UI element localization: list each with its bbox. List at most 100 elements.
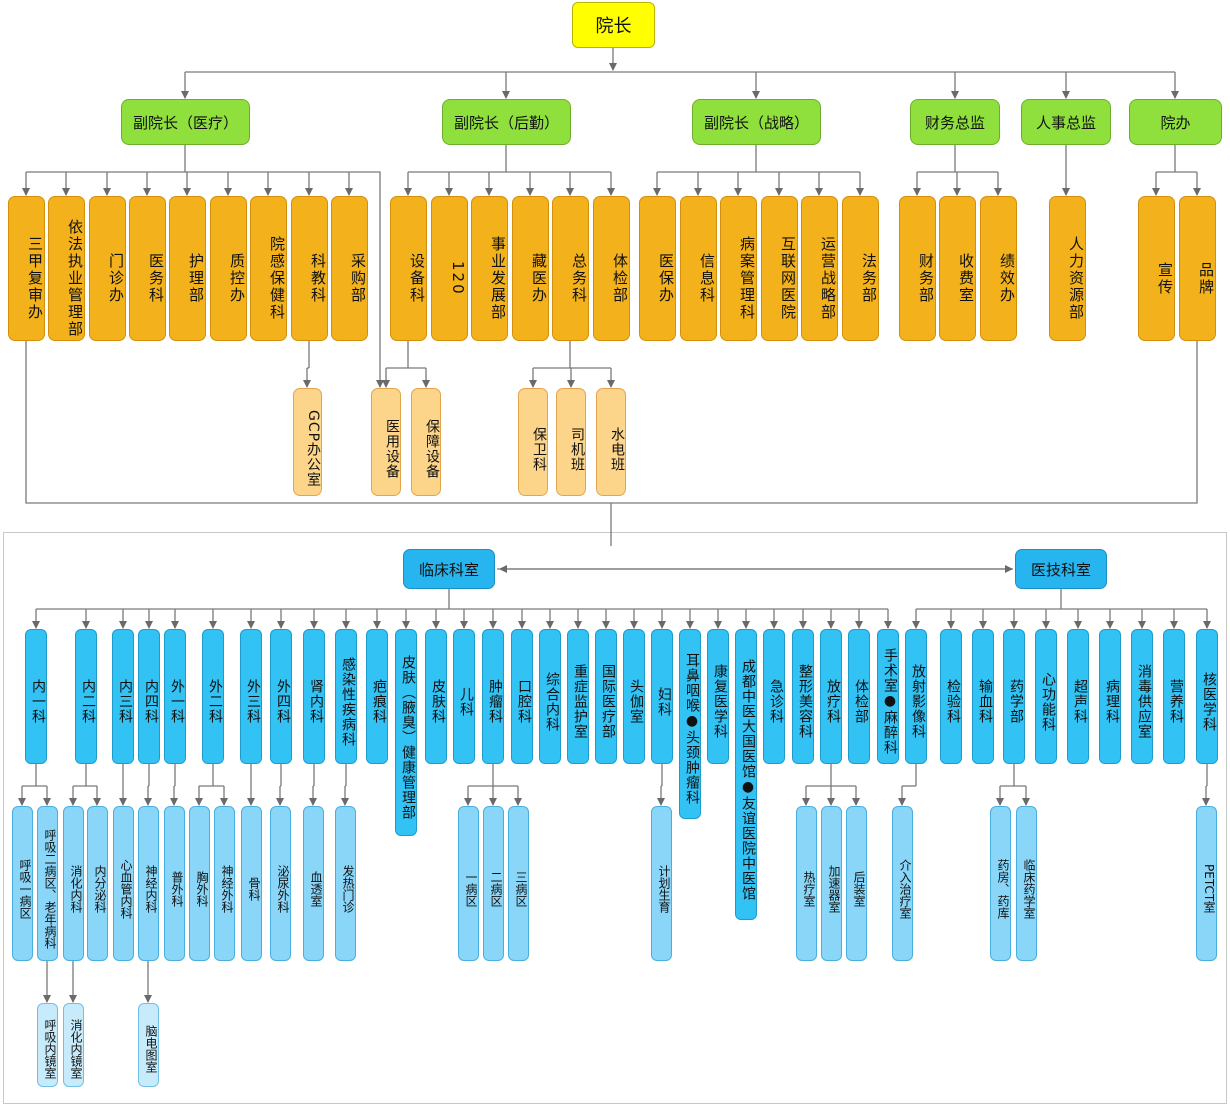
ward-w5-label: 心血管内科 (119, 858, 133, 919)
admin-d3: 绩效办 (980, 196, 1017, 341)
ward-w8: 胸外科 (189, 806, 210, 961)
dept-k7-label: 外三科 (245, 679, 261, 724)
admin-c1: 医保办 (639, 196, 676, 341)
tech-section-label: 医技科室 (1030, 560, 1091, 579)
vp-medical-box: 副院长（医疗） (121, 99, 250, 145)
ward-w13: 发热门诊 (335, 806, 356, 961)
vp-logistics-label: 副院长（后勤） (453, 113, 559, 132)
admin-e1-label: 人力资源部 (1067, 236, 1085, 321)
ward-w14: 一病区 (458, 806, 479, 961)
tech-t4: 药学部 (1003, 629, 1025, 764)
admin-d2-label: 收费室 (957, 253, 975, 304)
admin-b2: 120 (431, 196, 468, 341)
ward-w4-label: 内分泌科 (93, 864, 107, 913)
admin-c5: 运营战略部 (801, 196, 838, 341)
admin-f2: 品牌 (1179, 196, 1216, 341)
ward-w16: 三病区 (508, 806, 529, 961)
dept-k23-label: 康复医学科 (712, 664, 728, 739)
dept-k24: 成都中医大国医馆●友谊医院中医馆 (735, 629, 757, 920)
dept-k27-label: 放疗科 (825, 679, 841, 724)
admin-a1-label: 三甲复审办 (26, 236, 44, 321)
admin-b6: 体检部 (593, 196, 630, 341)
dept-k19-label: 国际医疗部 (600, 664, 616, 739)
tech-t3-label: 输血科 (977, 679, 993, 724)
dept-k13: 皮肤科 (425, 629, 447, 764)
ward-w18-label: 热疗室 (802, 870, 816, 907)
admin-f1: 宣传 (1138, 196, 1175, 341)
utility-team-label: 水电班 (609, 426, 625, 472)
dept-k8-label: 外四科 (275, 679, 291, 724)
dept-k14-label: 儿科 (458, 686, 474, 717)
clinical-section-frame (3, 532, 1227, 1104)
admin-c2: 信息科 (680, 196, 717, 341)
admin-c4: 互联网医院 (761, 196, 798, 341)
ward-w13-label: 发热门诊 (341, 864, 355, 913)
dept-k9-label: 肾内科 (308, 679, 324, 724)
ward-w15: 二病区 (483, 806, 504, 961)
dept-k6-label: 外二科 (207, 679, 223, 724)
dept-k16-label: 口腔科 (516, 679, 532, 724)
tech-t3: 输血科 (972, 629, 994, 764)
medical-equipment: 医用设备 (371, 388, 401, 496)
dept-k4-label: 内四科 (143, 679, 159, 724)
vp-strategy-box: 副院长（战略） (692, 99, 821, 145)
tech-section-box: 医技科室 (1015, 549, 1107, 589)
admin-c4-label: 互联网医院 (779, 236, 797, 321)
admin-b3-label: 事业发展部 (489, 236, 507, 321)
driver-team: 司机班 (556, 388, 586, 496)
dept-k15-label: 肿瘤科 (487, 679, 503, 724)
admin-c2-label: 信息科 (698, 253, 716, 304)
dept-k12: 皮肤（腋臭）健康管理部 (395, 629, 417, 836)
unit-u3: 脑电图室 (138, 1003, 159, 1087)
admin-a3: 门诊办 (89, 196, 126, 341)
admin-a9-label: 采购部 (349, 253, 367, 304)
admin-c3-label: 病案管理科 (738, 236, 756, 321)
ward-w2: 呼吸二病区、老年病科 (37, 806, 58, 961)
ward-w1: 呼吸一病区 (12, 806, 33, 961)
unit-u1-label: 呼吸内镜室 (43, 1019, 57, 1079)
unit-u1: 呼吸内镜室 (37, 1003, 58, 1087)
admin-a6: 质控办 (210, 196, 247, 341)
dept-k1-label: 内一科 (30, 679, 46, 724)
dept-k10-label: 感染性疾病科 (340, 656, 356, 747)
vp-strategy-label: 副院长（战略） (703, 113, 809, 132)
admin-a2-label: 依法执业管理部 (66, 219, 84, 338)
dept-k22: 耳鼻咽喉●头颈肿瘤科 (679, 629, 701, 819)
admin-a2: 依法执业管理部 (48, 196, 85, 341)
ward-w3-label: 消化内科 (69, 864, 83, 913)
admin-b1: 设备科 (390, 196, 427, 341)
tech-t8: 消毒供应室 (1131, 629, 1153, 764)
dept-k13-label: 皮肤科 (430, 679, 446, 724)
admin-e1: 人力资源部 (1049, 196, 1086, 341)
dept-k8: 外四科 (270, 629, 292, 764)
dept-k20: 头伽室 (623, 629, 645, 764)
admin-b1-label: 设备科 (408, 253, 426, 304)
admin-a1: 三甲复审办 (8, 196, 45, 341)
hr-director-box: 人事总监 (1021, 99, 1111, 145)
dept-k25: 急诊科 (763, 629, 785, 764)
ward-w22: 药房、药库 (990, 806, 1011, 961)
ward-w7-label: 普外科 (170, 870, 184, 907)
admin-c6: 法务部 (842, 196, 879, 341)
ward-w16-label: 三病区 (514, 870, 528, 907)
dept-k19: 国际医疗部 (595, 629, 617, 764)
dept-k22-label: 耳鼻咽喉●头颈肿瘤科 (684, 653, 700, 805)
dept-k27: 放疗科 (820, 629, 842, 764)
ward-w21: 介入治疗室 (892, 806, 913, 961)
dept-k26-label: 整形美容科 (797, 664, 813, 739)
dept-k29-label: 手术室●麻醉科 (882, 648, 898, 755)
ward-w5: 心血管内科 (113, 806, 134, 961)
admin-c1-label: 医保办 (657, 253, 675, 304)
vp-logistics-box: 副院长（后勤） (442, 99, 571, 145)
support-equipment-label: 保障设备 (424, 419, 440, 479)
support-equipment: 保障设备 (411, 388, 441, 496)
ward-w19-label: 加速器室 (827, 864, 841, 913)
admin-a7: 院感保健科 (250, 196, 287, 341)
ward-w15-label: 二病区 (489, 870, 503, 907)
dept-k7: 外三科 (240, 629, 262, 764)
ward-w9-label: 神经外科 (220, 864, 234, 913)
dept-k16: 口腔科 (511, 629, 533, 764)
admin-d1-label: 财务部 (917, 253, 935, 304)
admin-b3: 事业发展部 (471, 196, 508, 341)
